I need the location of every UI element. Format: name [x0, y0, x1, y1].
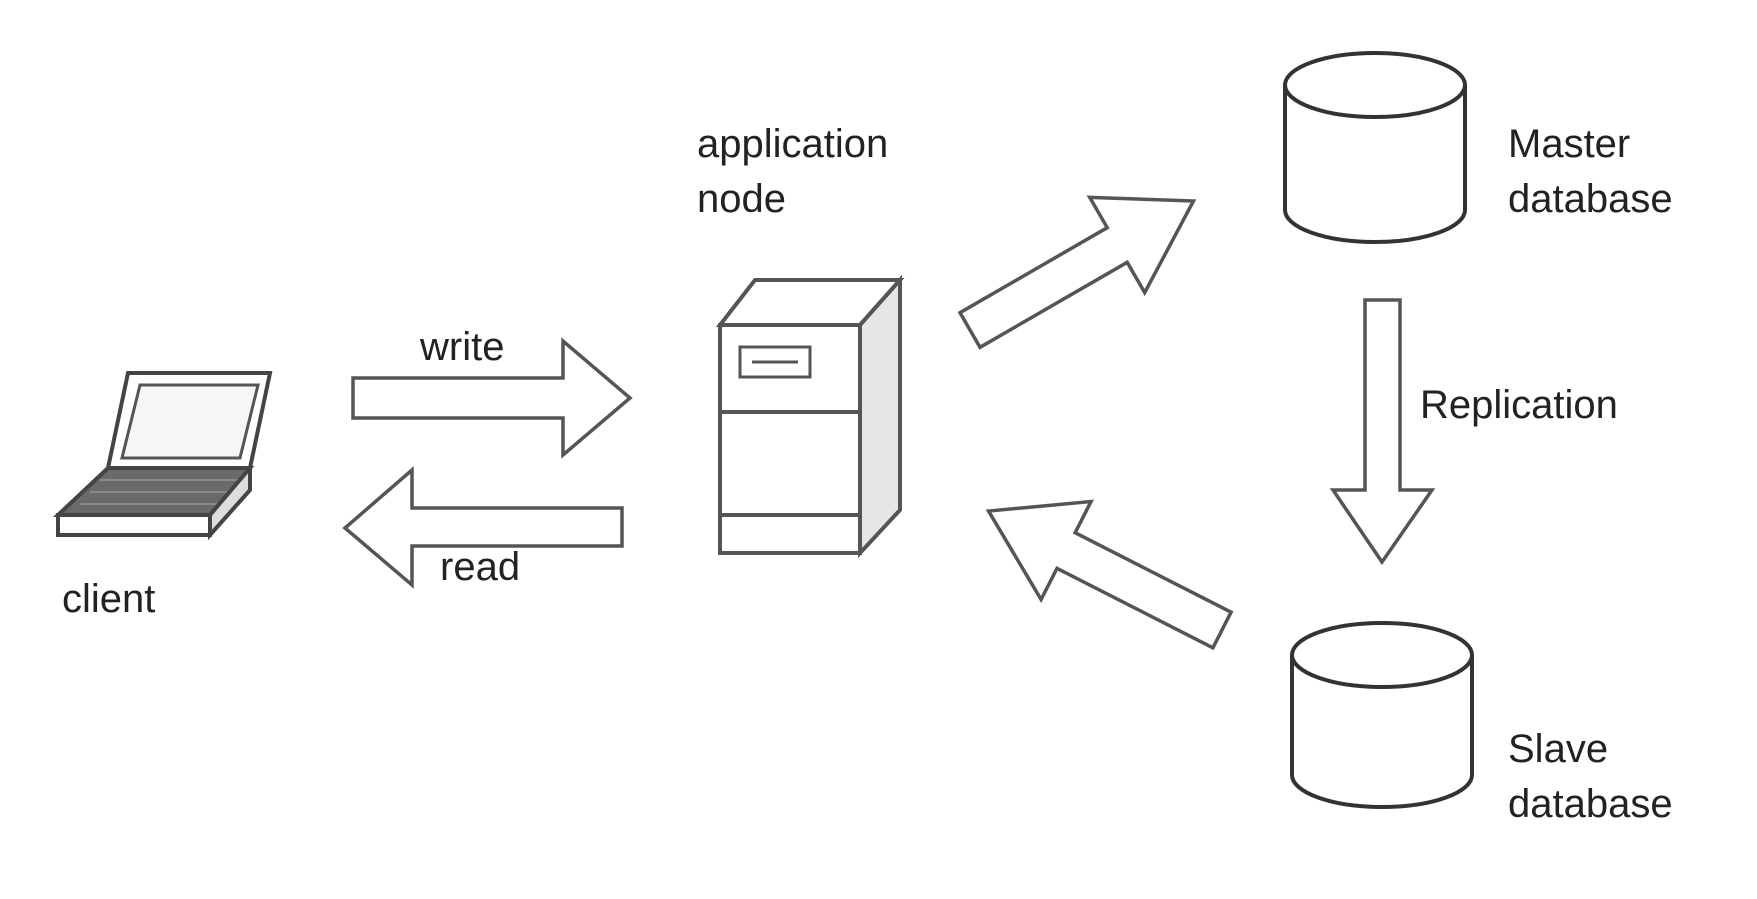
laptop-icon: [52, 371, 273, 541]
write-label: write: [419, 325, 504, 369]
slave-database-icon: [1290, 621, 1474, 809]
from-slave-arrow: [985, 499, 1234, 651]
master-label-line1: Master: [1508, 122, 1630, 166]
read-arrow: [342, 466, 624, 589]
replication-label: Replication: [1420, 383, 1618, 427]
read-label: read: [440, 545, 520, 589]
slave-label-line2: database: [1508, 782, 1673, 826]
master-database-icon: [1283, 51, 1467, 244]
replication-arrow: [1329, 298, 1436, 566]
slave-label-line1: Slave: [1508, 727, 1608, 771]
app-node-label-line2: node: [697, 177, 786, 221]
client-label: client: [62, 577, 155, 621]
write-arrow: [351, 337, 633, 459]
to-master-arrow: [957, 195, 1197, 350]
master-label-line2: database: [1508, 177, 1673, 221]
app-node-label-line1: application: [697, 122, 888, 166]
server-icon: [715, 274, 905, 559]
